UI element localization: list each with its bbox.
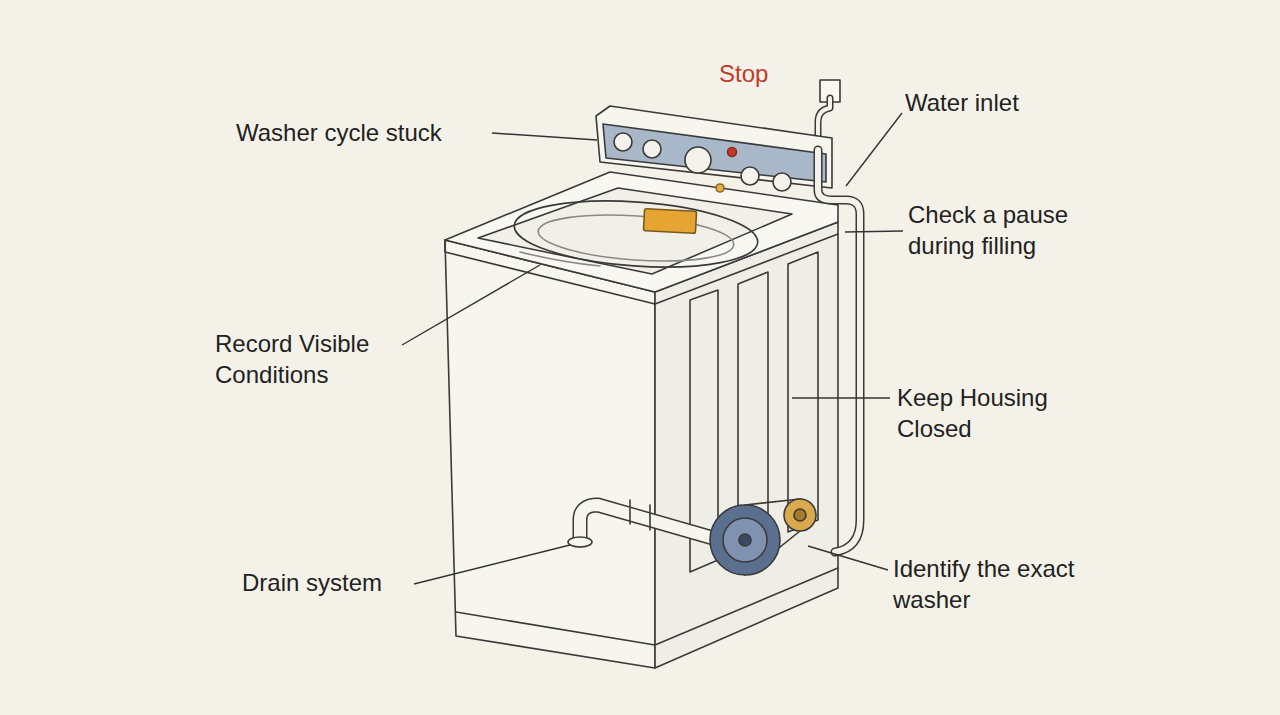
drum-shade: [520, 252, 600, 266]
leader-line: [808, 546, 888, 570]
pulley-axle: [794, 509, 806, 521]
pulley-hub: [723, 518, 767, 562]
drive-pulley: [784, 499, 816, 531]
pipe-joint: [629, 500, 631, 524]
callout-label: Drain system: [242, 567, 442, 598]
knob: [741, 167, 759, 185]
drain-opening: [568, 537, 592, 547]
knob: [643, 140, 661, 158]
error-tag: [643, 209, 696, 234]
control-panel: [603, 124, 826, 182]
callout-label: Washer cycle stuck: [236, 117, 496, 148]
leader-line: [414, 545, 570, 584]
indicator-light: [716, 184, 724, 192]
water-hose: [818, 150, 860, 552]
washer-top: [445, 172, 838, 292]
knob: [773, 173, 791, 191]
washer-base: [456, 568, 838, 645]
drum-inner: [537, 209, 736, 267]
dial: [685, 147, 711, 173]
stop-button: [728, 148, 737, 157]
button-label: Stop: [719, 58, 799, 89]
callout-label: Record Visible Conditions: [215, 328, 405, 390]
pipe-joint: [649, 505, 651, 530]
washer-side: [655, 222, 838, 668]
callout-label: Identify the exact washer: [893, 553, 1075, 615]
leader-line: [845, 231, 903, 232]
console-housing: [596, 106, 832, 188]
motor-pulley: [710, 505, 780, 575]
callout-label: Water inlet: [905, 87, 1105, 118]
drain-pipe-fill: [580, 505, 720, 540]
drum-rim: [512, 194, 760, 275]
lid-opening: [478, 188, 792, 274]
leader-lines: [402, 113, 903, 584]
leader-line: [402, 265, 540, 345]
callout-label: Keep Housing Closed: [897, 382, 1075, 444]
callout-label: Check a pause during filling: [908, 199, 1096, 261]
leader-line: [492, 133, 597, 140]
pulley-axle: [739, 534, 751, 546]
knob: [614, 133, 632, 151]
drain-pipe: [580, 505, 720, 540]
washer-front: [445, 240, 655, 668]
side-rib: [788, 252, 818, 532]
washer-drawing: [445, 80, 860, 668]
leader-line: [846, 113, 902, 186]
leader-line: [792, 397, 890, 398]
water-hose-fill: [818, 150, 860, 552]
